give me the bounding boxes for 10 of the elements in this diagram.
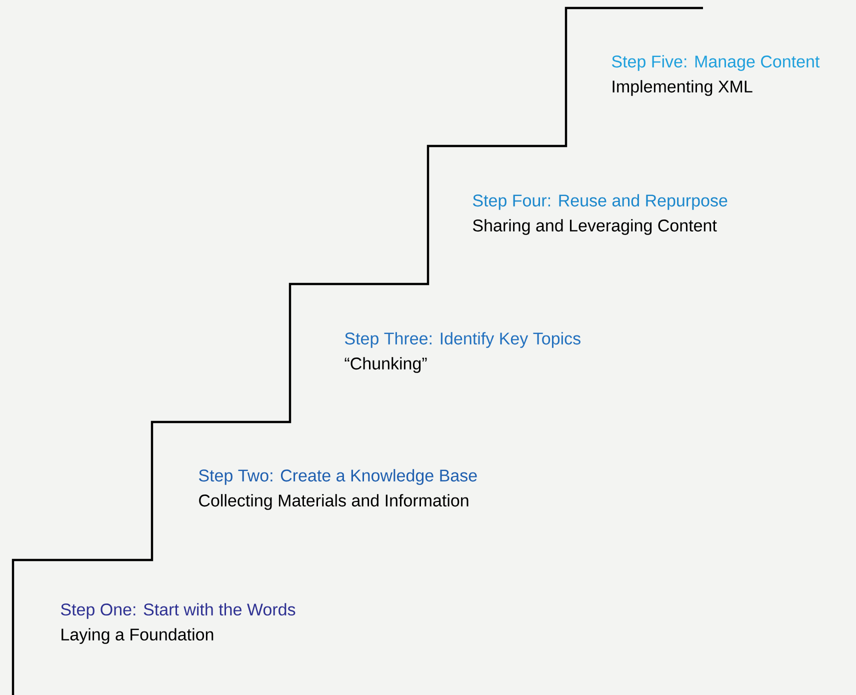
step-subtitle: Sharing and Leveraging Content <box>472 219 717 235</box>
step-subtitle: Collecting Materials and Information <box>199 494 468 510</box>
step-title: Step One: Start with the Words <box>60 603 296 619</box>
step-title: Step Five: Manage Content <box>612 55 820 71</box>
step-title: Step Three: Identify Key Topics <box>344 332 580 348</box>
step-title: Step Four: Reuse and Repurpose <box>472 194 728 210</box>
step-subtitle: “Chunking” <box>344 357 427 373</box>
step-title: Step Two: Create a Knowledge Base <box>198 469 477 485</box>
step-subtitle: Implementing XML <box>612 80 752 96</box>
step-subtitle: Laying a Foundation <box>62 628 214 644</box>
